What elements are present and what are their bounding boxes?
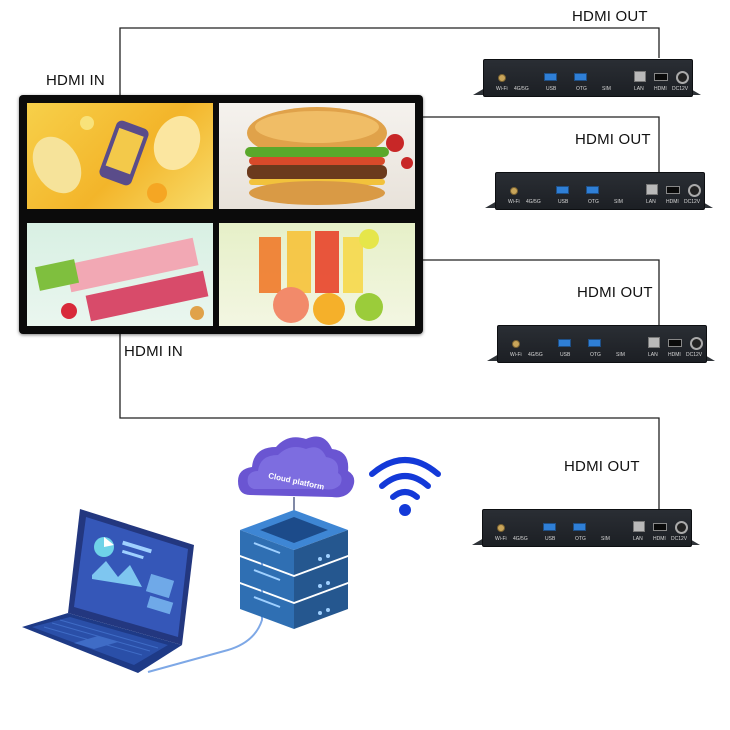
port-label-sim: SIM [616, 352, 625, 358]
port-label-hdmi: HDMI [654, 86, 667, 92]
port-label-wifi: Wi-Fi [495, 536, 507, 542]
wall-panel-juices [219, 223, 415, 326]
port-label-lan: LAN [633, 536, 643, 542]
port-label-dc: DC12V [672, 86, 689, 92]
port-label-otg: OTG [575, 536, 586, 542]
port-label-dc: DC12V [684, 199, 701, 205]
port-label-4g: 4G/5G [513, 536, 528, 542]
antenna-port [497, 524, 505, 532]
port-label-lan: LAN [648, 352, 658, 358]
media-player-4: Wi-Fi 4G/5G USB OTG SIM LAN HDMI DC12V [472, 505, 700, 557]
port-label-usb: USB [560, 352, 571, 358]
dc-port [675, 521, 688, 534]
port-label-lan: LAN [634, 86, 644, 92]
port-label-dc: DC12V [671, 536, 688, 542]
port-label-hdmi: HDMI [666, 199, 679, 205]
hdmi-out-label-4: HDMI OUT [564, 458, 640, 475]
port-label-usb: USB [546, 86, 557, 92]
wire-player-4 [119, 334, 660, 525]
hdmi-in-label-top: HDMI IN [46, 72, 105, 89]
usb-port [543, 523, 556, 531]
cloud-icon [238, 436, 355, 498]
usb-port [556, 186, 569, 194]
dc-port [676, 71, 689, 84]
port-label-sim: SIM [614, 199, 623, 205]
wire-laptop-server [147, 555, 263, 673]
port-label-wifi: Wi-Fi [510, 352, 522, 358]
lan-port [648, 337, 660, 348]
hdmi-port [668, 339, 682, 347]
otg-port [574, 73, 587, 81]
hdmi-port [654, 73, 668, 81]
server-stack-with-cloud: Cloud platform [238, 436, 355, 629]
port-label-lan: LAN [646, 199, 656, 205]
wire-player-1 [119, 27, 660, 95]
port-label-usb: USB [558, 199, 569, 205]
port-label-otg: OTG [576, 86, 587, 92]
port-label-4g: 4G/5G [526, 199, 541, 205]
hdmi-out-label-2: HDMI OUT [575, 131, 651, 148]
antenna-port [512, 340, 520, 348]
hdmi-out-label-1: HDMI OUT [572, 8, 648, 25]
usb-port [558, 339, 571, 347]
port-label-hdmi: HDMI [653, 536, 666, 542]
video-wall [19, 95, 423, 334]
dc-port [688, 184, 701, 197]
wall-panel-burger [219, 103, 415, 209]
wall-panel-cans [27, 103, 213, 209]
antenna-port [510, 187, 518, 195]
port-label-sim: SIM [602, 86, 611, 92]
port-label-wifi: Wi-Fi [496, 86, 508, 92]
laptop-icon [22, 509, 194, 673]
media-player-2: Wi-Fi 4G/5G USB OTG SIM LAN HDMI DC12V [485, 168, 713, 220]
wall-panel-snackbars [27, 223, 213, 326]
port-label-hdmi: HDMI [668, 352, 681, 358]
otg-port [588, 339, 601, 347]
port-label-4g: 4G/5G [528, 352, 543, 358]
wifi-icon [369, 457, 441, 516]
port-label-sim: SIM [601, 536, 610, 542]
media-player-1: Wi-Fi 4G/5G USB OTG SIM LAN HDMI DC12V [473, 55, 701, 107]
port-label-4g: 4G/5G [514, 86, 529, 92]
wire-player-3 [423, 259, 660, 330]
usb-port [544, 73, 557, 81]
port-label-wifi: Wi-Fi [508, 199, 520, 205]
hdmi-in-label-bottom: HDMI IN [124, 343, 183, 360]
otg-port [573, 523, 586, 531]
port-label-otg: OTG [588, 199, 599, 205]
lan-port [646, 184, 658, 195]
port-label-usb: USB [545, 536, 556, 542]
port-label-otg: OTG [590, 352, 601, 358]
antenna-port [498, 74, 506, 82]
otg-port [586, 186, 599, 194]
hdmi-port [666, 186, 680, 194]
hdmi-out-label-3: HDMI OUT [577, 284, 653, 301]
port-label-dc: DC12V [686, 352, 703, 358]
hdmi-port [653, 523, 667, 531]
media-player-3: Wi-Fi 4G/5G USB OTG SIM LAN HDMI DC12V [487, 321, 715, 373]
lan-port [633, 521, 645, 532]
lan-port [634, 71, 646, 82]
dc-port [690, 337, 703, 350]
